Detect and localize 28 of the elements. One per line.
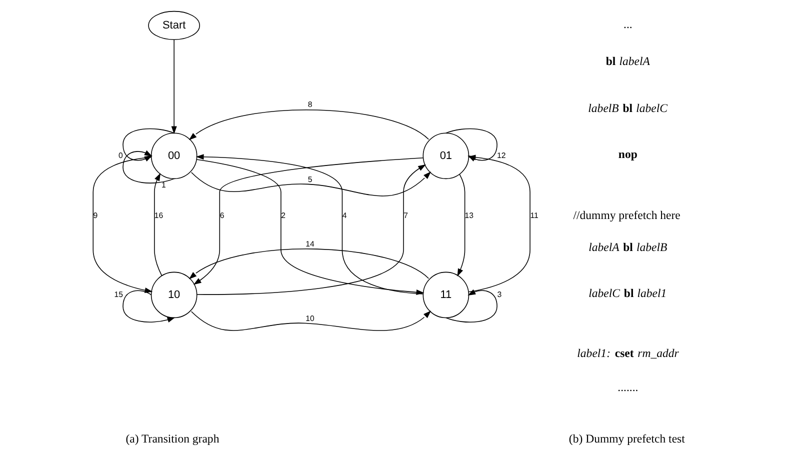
edge-label: 6 [219, 210, 224, 220]
edge-label: 3 [496, 290, 502, 299]
edge-label: 1 [160, 180, 166, 190]
edge-label: 4 [342, 210, 346, 220]
edge-label: 7 [403, 210, 408, 220]
edge-label: 8 [307, 100, 312, 110]
label: labelC bl label1 [588, 286, 666, 300]
edge-label: 14 [305, 239, 314, 248]
label: ... [623, 18, 632, 32]
edge-label: 0 [118, 150, 122, 160]
edge-label: 2 [280, 210, 285, 220]
label: nop [618, 148, 637, 161]
edge-label: 10 [305, 314, 314, 323]
edge-label: 12 [496, 150, 506, 160]
label: labelB bl labelC [588, 102, 667, 115]
label: //dummy prefetch here [572, 208, 680, 222]
label: (b) Dummy prefetch test [568, 432, 684, 446]
label: label1: cset rm_addr [576, 347, 678, 360]
edge-label: 15 [114, 290, 123, 299]
edge-label: 5 [307, 174, 312, 184]
edge-label: 13 [464, 210, 473, 220]
label: labelA bl labelB [588, 240, 667, 254]
edge-label: 16 [154, 210, 163, 220]
edge-label: 11 [530, 210, 538, 220]
label: (a) Transition graph [125, 432, 219, 446]
label: bl labelA [605, 54, 650, 68]
label: ....... [617, 380, 638, 394]
edge-label: 9 [92, 210, 98, 220]
